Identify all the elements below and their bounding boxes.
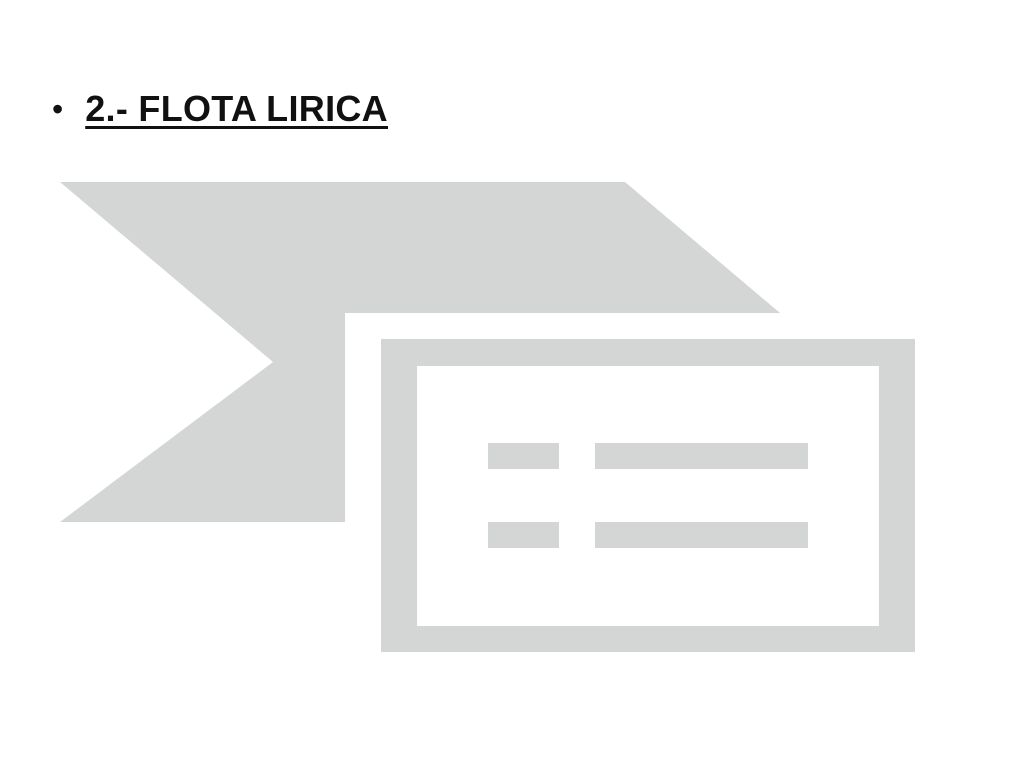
card-line-short-1 xyxy=(488,443,559,469)
bullet-symbol: • xyxy=(52,90,64,127)
card-frame xyxy=(381,339,915,652)
card-line-long-2 xyxy=(595,522,808,548)
bullet-heading: 2.- FLOTA LIRICA xyxy=(85,88,388,129)
ribbon-shape xyxy=(60,182,780,522)
bullet-item: • 2.- FLOTA LIRICA xyxy=(52,88,388,130)
card-line-long-1 xyxy=(595,443,808,469)
card-line-short-2 xyxy=(488,522,559,548)
